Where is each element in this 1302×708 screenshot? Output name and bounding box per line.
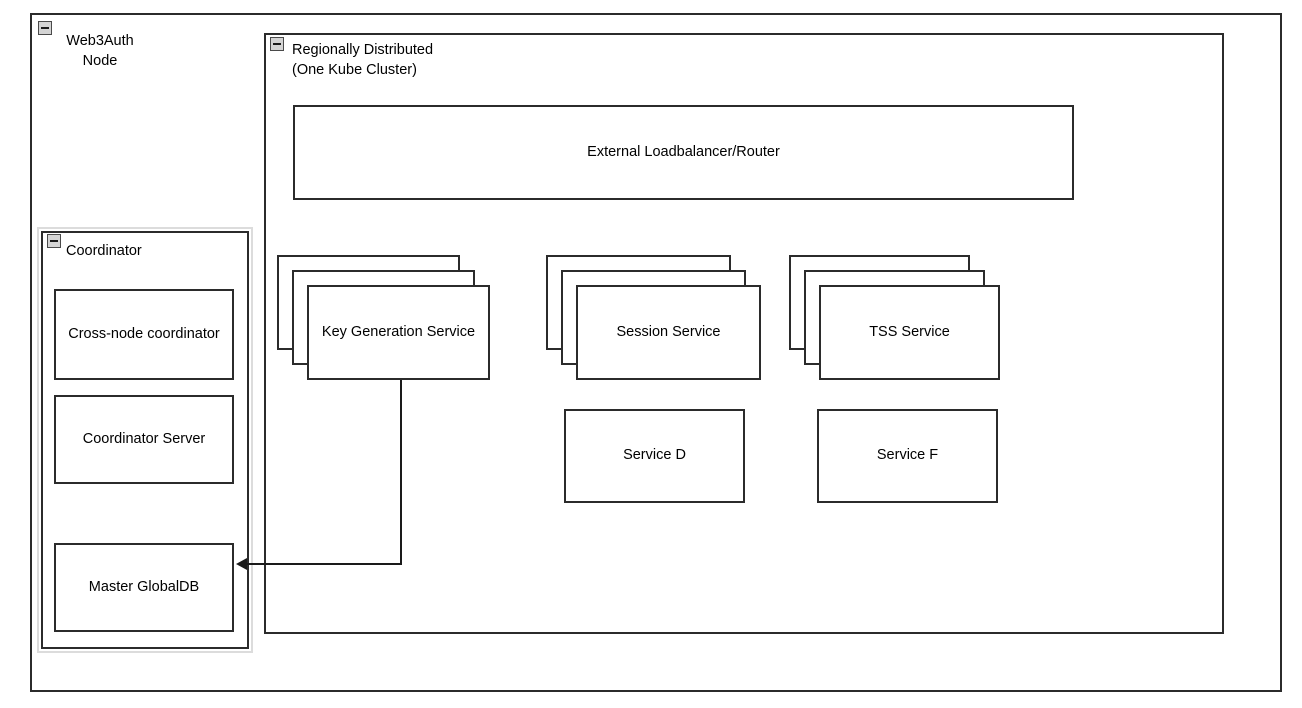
- node-cross-node-coordinator[interactable]: Cross-node coordinator: [54, 289, 234, 380]
- node-coordinator-server[interactable]: Coordinator Server: [54, 395, 234, 484]
- container-title-web3auth-node: Web3Auth Node: [66, 33, 134, 69]
- minus-glyph: [41, 27, 49, 29]
- node-master-globaldb[interactable]: Master GlobalDB: [54, 543, 234, 632]
- connector-segment-vertical: [400, 380, 402, 565]
- stack-tss-service[interactable]: TSS Service: [789, 255, 1000, 380]
- container-title-coordinator: Coordinator: [66, 243, 142, 259]
- stack-key-generation-service[interactable]: Key Generation Service: [277, 255, 490, 380]
- stack-layer-front[interactable]: TSS Service: [819, 285, 1000, 380]
- stack-layer-front[interactable]: Session Service: [576, 285, 761, 380]
- minus-glyph: [50, 240, 58, 242]
- collapse-minus-icon-kube-cluster[interactable]: [270, 37, 284, 51]
- node-service-d[interactable]: Service D: [564, 409, 745, 503]
- node-service-f[interactable]: Service F: [817, 409, 998, 503]
- stack-session-service[interactable]: Session Service: [546, 255, 761, 380]
- arrow-left-icon-to-master-globaldb: [236, 558, 247, 570]
- node-external-loadbalancer-router[interactable]: External Loadbalancer/Router: [293, 105, 1074, 200]
- connector-segment-horizontal: [246, 563, 402, 565]
- collapse-minus-icon-web3auth-node[interactable]: [38, 21, 52, 35]
- collapse-minus-icon-coordinator[interactable]: [47, 234, 61, 248]
- stack-layer-front[interactable]: Key Generation Service: [307, 285, 490, 380]
- minus-glyph: [273, 43, 281, 45]
- container-title-kube-cluster: Regionally Distributed (One Kube Cluster…: [292, 42, 434, 78]
